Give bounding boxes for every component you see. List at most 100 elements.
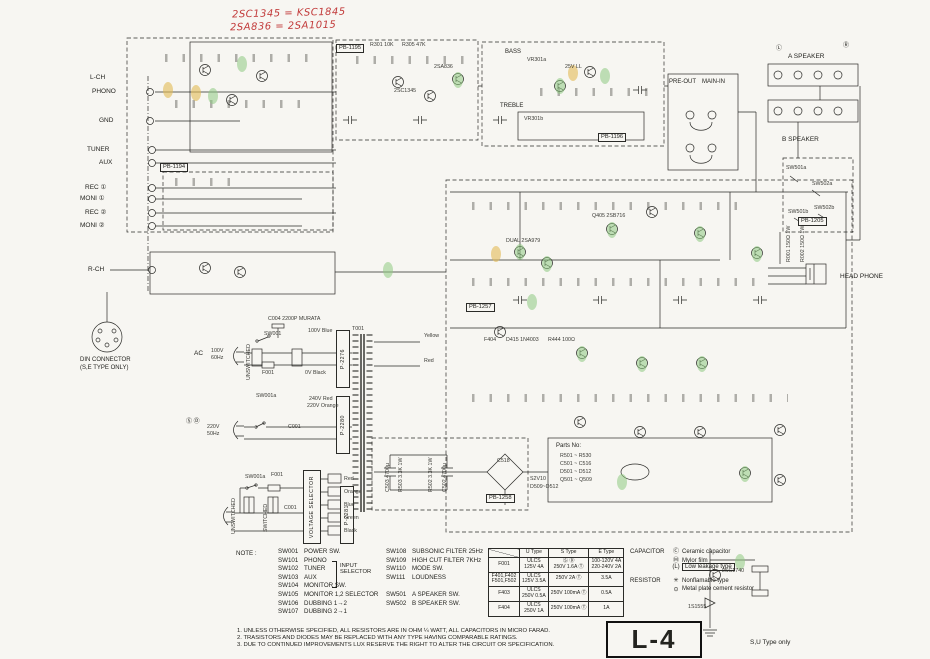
input-jacks (146, 88, 156, 274)
component-label: DUAL 2SA979 (506, 238, 541, 244)
transformer-label: T001 (352, 326, 365, 332)
ac2-volts: 220V (207, 424, 220, 430)
component-label: R305 47K (402, 42, 426, 48)
switch-label: SW501a (786, 165, 807, 171)
ac1-ac-label: AC (194, 350, 204, 357)
a-speaker-label: A SPEAKER (788, 53, 825, 60)
voltage-selector-box: VOLTAGE SELECTOR (303, 470, 321, 544)
ac1-hz: 60Hz (211, 355, 224, 361)
ac3-c001-label: C001 (284, 505, 297, 511)
legend-row: (L)Low leakage type (630, 563, 762, 573)
component-label: 2SC1740 (722, 568, 745, 574)
component-label: C502 4700µ (442, 463, 448, 492)
speaker-right-mark: Ⓡ (843, 43, 850, 49)
input-label-tuner: TUNER (87, 146, 110, 153)
ac2-type-marks: Ⓢ Ⓓ (186, 419, 200, 425)
ac1-f001-label: F001 (262, 370, 275, 376)
component-label: S2V10 (530, 476, 546, 482)
ac1-sw001-label: SW001 (264, 331, 282, 337)
pre-out-label: PRE-OUT (669, 79, 696, 85)
board-outlines (126, 37, 854, 533)
component-label: R444 100Ω (548, 337, 575, 343)
component-label: Q405 2SB716 (592, 213, 626, 219)
ac3-switched-label: SWITCHED (263, 503, 269, 532)
board-label-pb1196: PB-1196 (598, 133, 627, 142)
din-connector-note: (S,E TYPE ONLY) (80, 365, 129, 371)
main-in-label: MAIN-IN (702, 79, 725, 85)
component-label: C503 4700µ (385, 463, 391, 492)
input-selector-bracket (332, 561, 337, 588)
switch-label: SW502a (812, 181, 833, 187)
component-label: R502 3.3K 1W (428, 457, 434, 492)
board-label-pb1194: PB-1194 (160, 163, 189, 172)
input-label-moni1: MONI ① (80, 195, 105, 202)
ac3-sw001a-label: SW001a (245, 474, 266, 480)
yellow-highlights (163, 65, 578, 262)
fuse-col-s: S Type (547, 548, 590, 558)
type-note: S,U Type only (750, 639, 791, 646)
board-label-p2276: P-2276 (336, 330, 350, 388)
component-label: F404 (484, 337, 497, 343)
speaker-terminals (767, 63, 859, 123)
ac1-wire-neutral: 0V Black (305, 370, 326, 376)
wire-color-label: Red (424, 358, 434, 364)
component-label: 2SC1345 (394, 88, 417, 94)
component-label: R301 10K (370, 42, 394, 48)
parts-box-title: Parts No: (556, 443, 582, 449)
board-label-p2280: P-2280 (336, 396, 350, 454)
general-notes: 1. UNLESS OTHERWISE SPECIFIED, ALL RESIS… (237, 628, 627, 650)
ac2-hz: 50Hz (207, 431, 220, 437)
board-label-pb1257: PB-1257 (466, 303, 495, 312)
component-label: D415 1N4003 (506, 337, 539, 343)
wires (110, 76, 861, 329)
ac3-wire-blue: Blue (344, 502, 355, 508)
parts-box-q: Q501 ~ Q509 (560, 477, 592, 483)
parts-box-d: D501 ~ D512 (560, 469, 592, 475)
general-note-2: 2. TRASISTORS AND DIODES MAY BE REPLACED… (237, 635, 518, 642)
low-leakage-symbol: (L) (672, 564, 680, 570)
parts-box-r: R501 ~ R530 (560, 453, 592, 459)
bass-pot-label: VR301a (527, 57, 547, 63)
preout-mainin-block (667, 73, 739, 171)
bass-label: BASS (505, 49, 522, 55)
treble-pot-label: VR301b (524, 116, 544, 122)
ac1-wire-hot: 100V Blue (308, 328, 333, 334)
ac3-wire-black: Black (344, 528, 357, 534)
component-label: C518 (497, 458, 510, 464)
component-label: R503 3.3K 1W (398, 457, 404, 492)
transistor-symbols (199, 64, 786, 581)
component-rows (165, 54, 788, 402)
ac1-c004-label: C004 2200P MURATA (268, 316, 321, 322)
muting-fragment (703, 548, 769, 637)
input-label-aux: AUX (99, 159, 113, 166)
ac2-wire-240: 240V Red (309, 396, 333, 402)
notes-title: NOTE : (236, 550, 257, 557)
fuse-table-header-row: U Type S Type E Type (488, 548, 625, 558)
psu-wiring (374, 341, 548, 505)
speaker-switch-glyphs (789, 175, 827, 224)
legend-row: ⊙Metal plate cement resistor (630, 586, 762, 595)
wire-color-label: Yellow (424, 333, 440, 339)
speaker-left-mark: Ⓛ (776, 46, 783, 52)
power-transformer (352, 334, 373, 512)
input-label-rch: R-CH (88, 266, 105, 273)
din-connector-label: DIN CONNECTOR (80, 357, 131, 363)
